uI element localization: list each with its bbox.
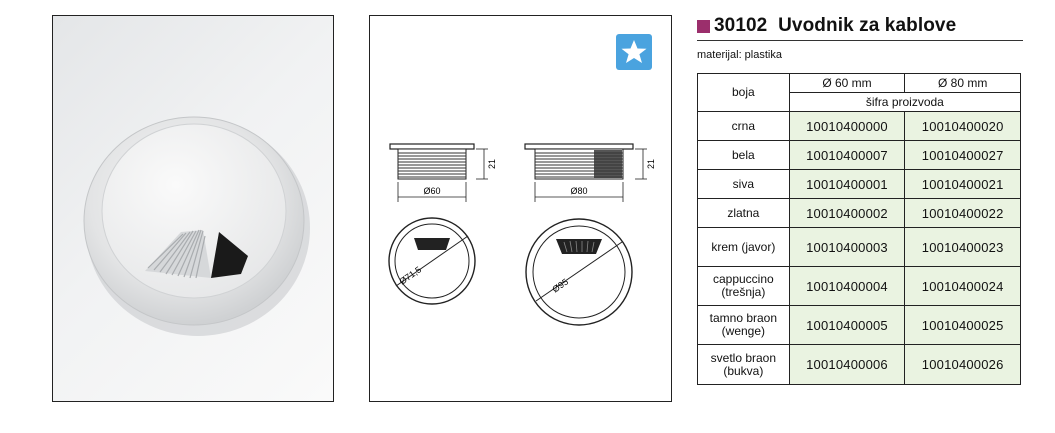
color-cell: svetlo braon (bukva) — [697, 344, 790, 385]
material-label: materijal: plastika — [697, 49, 782, 61]
code-60-cell: 10010400007 — [788, 140, 906, 170]
title-marker — [697, 19, 710, 33]
product-title: 30102 Uvodnik za kablove — [714, 15, 956, 37]
product-code-table: boja Ø 60 mm Ø 80 mm šifra proizvoda crn… — [697, 73, 1022, 385]
star-badge — [616, 34, 652, 70]
top-view-80: Ø95 — [525, 218, 633, 326]
color-cell: tamno braon (wenge) — [697, 305, 790, 345]
side-view-80: Ø80 21 — [524, 143, 656, 202]
table-row: tamno braon (wenge) 10010400005 10010400… — [697, 305, 1021, 345]
product-code-subheader: šifra proizvoda — [788, 92, 1022, 112]
code-60-cell: 10010400005 — [788, 305, 906, 345]
color-cell: cappuccino (trešnja) — [697, 266, 790, 306]
table-row: bela 10010400007 10010400027 — [697, 140, 1021, 170]
color-column-header: boja — [697, 73, 790, 112]
side-view-60: Ø60 21 — [389, 143, 497, 202]
color-cell: crna — [697, 111, 790, 141]
code-80-cell: 10010400023 — [904, 227, 1021, 267]
code-80-cell: 10010400026 — [904, 344, 1021, 385]
table-row: krem (javor) 10010400003 10010400023 — [697, 227, 1021, 267]
product-name: Uvodnik za kablove — [778, 15, 957, 36]
star-icon — [621, 40, 647, 63]
product-code: 30102 — [714, 15, 768, 36]
color-cell: siva — [697, 169, 790, 199]
width-label-60: Ø60 — [423, 186, 440, 196]
code-80-cell: 10010400024 — [904, 266, 1021, 306]
code-80-cell: 10010400022 — [904, 198, 1021, 228]
code-60-cell: 10010400003 — [788, 227, 906, 267]
table-row: siva 10010400001 10010400021 — [697, 169, 1021, 199]
product-spec: 30102 Uvodnik za kablove materijal: plas… — [697, 12, 1023, 65]
code-60-cell: 10010400004 — [788, 266, 906, 306]
width-label-80: Ø80 — [570, 186, 587, 196]
color-cell: bela — [697, 140, 790, 170]
technical-drawing-panel: Ø60 21 Ø71,5 — [369, 15, 672, 402]
table-row: svetlo braon (bukva) 10010400006 1001040… — [697, 344, 1021, 385]
product-photo — [52, 15, 334, 402]
size-80-header: Ø 80 mm — [904, 73, 1021, 93]
height-label-60: 21 — [487, 159, 497, 169]
code-60-cell: 10010400002 — [788, 198, 906, 228]
code-60-cell: 10010400001 — [788, 169, 906, 199]
code-80-cell: 10010400021 — [904, 169, 1021, 199]
table-row: crna 10010400000 10010400020 — [697, 111, 1021, 141]
code-80-cell: 10010400027 — [904, 140, 1021, 170]
height-label-80: 21 — [646, 159, 656, 169]
cable-grommet-illustration — [83, 116, 310, 336]
size-60-header: Ø 60 mm — [788, 73, 906, 93]
code-60-cell: 10010400006 — [788, 344, 906, 385]
code-60-cell: 10010400000 — [788, 111, 906, 141]
color-cell: krem (javor) — [697, 227, 790, 267]
table-row: zlatna 10010400002 10010400022 — [697, 198, 1021, 228]
color-cell: zlatna — [697, 198, 790, 228]
dimension-drawings: Ø60 21 Ø71,5 — [388, 143, 656, 326]
code-80-cell: 10010400020 — [904, 111, 1021, 141]
table-row: cappuccino (trešnja) 10010400004 1001040… — [697, 266, 1021, 306]
title-row: 30102 Uvodnik za kablove — [697, 12, 1023, 41]
top-view-60: Ø71,5 — [388, 217, 476, 305]
code-80-cell: 10010400025 — [904, 305, 1021, 345]
